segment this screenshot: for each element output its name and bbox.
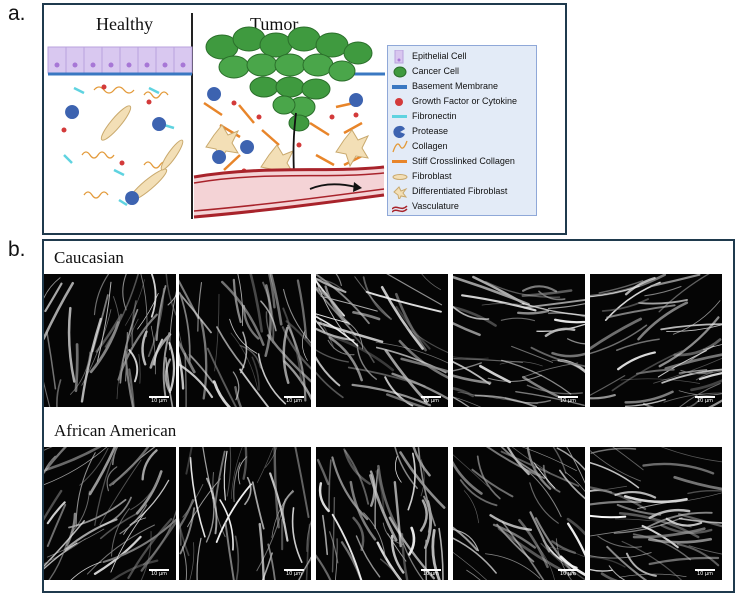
legend-item-collagen: Collagen xyxy=(392,140,537,154)
scale-bar: 10 µm xyxy=(695,569,715,577)
collagen-fiber-texture xyxy=(316,447,446,580)
microscopy-image: 10 µm xyxy=(44,447,176,580)
tumor-label: Tumor xyxy=(250,14,299,34)
blood-vessel xyxy=(193,165,385,219)
stiff-collagen-icon xyxy=(392,160,407,163)
tumor-microenvironment-schematic: Healthy Tumor xyxy=(42,3,567,235)
protease-icon xyxy=(393,125,405,138)
scale-bar: 10 µm xyxy=(558,396,578,404)
healthy-stroma xyxy=(61,84,184,207)
microscopy-image: 10 µm xyxy=(179,447,311,580)
collagen-fiber-texture xyxy=(453,275,585,407)
row-label-african-american: African American xyxy=(54,421,177,440)
collagen-icon xyxy=(392,140,408,153)
collagen-fiber-texture xyxy=(44,274,176,407)
microscopy-image: 10 µm xyxy=(179,274,311,407)
legend-item-stiff-collagen: Stiff Crosslinked Collagen xyxy=(392,155,537,169)
microscopy-image: 10 µm xyxy=(590,447,722,580)
scale-bar: 10 µm xyxy=(149,569,169,577)
legend-item-growth-factor: Growth Factor or Cytokine xyxy=(392,95,537,109)
scale-bar: 10 µm xyxy=(421,569,441,577)
collagen-fiber-texture xyxy=(44,447,176,580)
microscopy-image: 10 µm xyxy=(316,274,448,407)
legend-item-cancer-cell: Cancer Cell xyxy=(392,65,537,79)
collagen-fiber-texture xyxy=(179,447,311,580)
legend-item-differentiated-fibroblast: Differentiated Fibroblast xyxy=(392,185,537,199)
collagen-fiber-texture xyxy=(453,447,585,580)
scale-bar: 10 µm xyxy=(695,396,715,404)
panel-b-letter: b. xyxy=(8,238,26,261)
epithelial-cell-icon xyxy=(394,50,404,64)
legend-item-vasculature: Vasculature xyxy=(392,200,537,214)
scale-bar: 10 µm xyxy=(284,569,304,577)
legend-item-epithelial-cell: Epithelial Cell xyxy=(392,50,537,64)
collagen-fiber-texture xyxy=(316,274,448,407)
schematic-illustration xyxy=(47,13,385,219)
microscopy-panel: Caucasian African American 10 µm 10 µm 1… xyxy=(42,239,735,593)
cancer-cell-icon xyxy=(393,66,407,78)
row-label-caucasian: Caucasian xyxy=(54,248,124,267)
microscopy-image: 10 µm xyxy=(590,274,722,407)
microscopy-image: 10 µm xyxy=(453,447,585,580)
scale-bar: 10 µm xyxy=(558,569,578,577)
microscopy-image: 10 µm xyxy=(44,274,176,407)
scale-bar: 10 µm xyxy=(421,396,441,404)
scale-bar: 10 µm xyxy=(284,396,304,404)
legend-item-fibroblast: Fibroblast xyxy=(392,170,537,184)
basement-membrane-icon xyxy=(392,85,407,89)
legend: Epithelial Cell Cancer Cell Basement Mem… xyxy=(387,45,537,216)
healthy-label: Healthy xyxy=(96,14,153,34)
scale-bar: 10 µm xyxy=(149,396,169,404)
growth-factor-icon xyxy=(395,98,403,106)
collagen-fiber-texture xyxy=(179,274,311,407)
collagen-fiber-texture xyxy=(590,447,722,580)
microscopy-image: 10 µm xyxy=(316,447,448,580)
legend-item-basement-membrane: Basement Membrane xyxy=(392,80,537,94)
collagen-fiber-texture xyxy=(590,274,722,407)
tumor-stroma xyxy=(203,87,375,185)
epithelial-layer xyxy=(47,46,193,74)
fibronectin-icon xyxy=(392,115,407,118)
vasculature-icon xyxy=(392,205,408,213)
panel-a-letter: a. xyxy=(8,2,26,25)
microscopy-image: 10 µm xyxy=(453,274,585,407)
legend-item-fibronectin: Fibronectin xyxy=(392,110,537,124)
fibroblast-icon xyxy=(392,174,408,180)
differentiated-fibroblast-icon xyxy=(393,186,408,199)
legend-item-protease: Protease xyxy=(392,125,537,139)
